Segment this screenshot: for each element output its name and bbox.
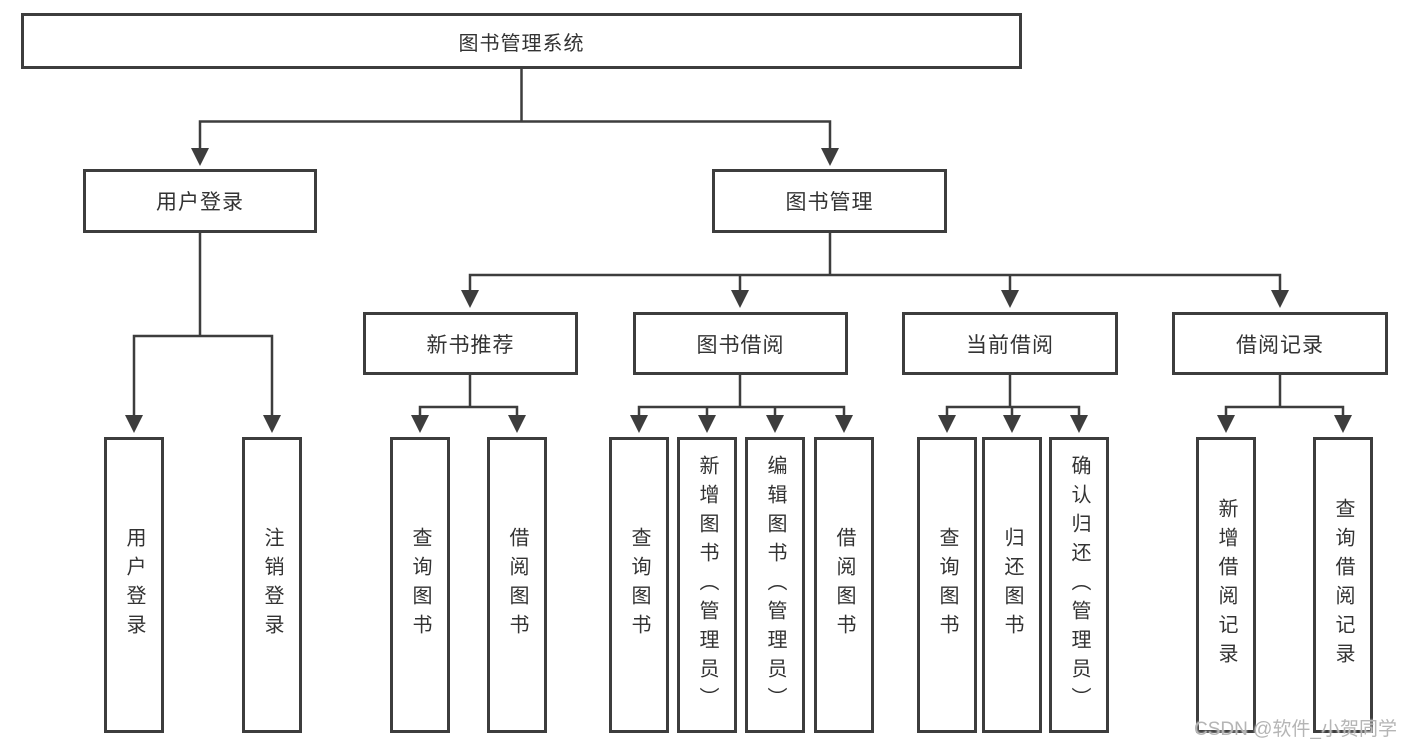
node-label: 借阅图书 bbox=[506, 527, 528, 643]
watermark: CSDN @软件_小贺同学 bbox=[1194, 719, 1397, 740]
node-label: 查询借阅记录 bbox=[1332, 498, 1354, 672]
arrowhead bbox=[1271, 290, 1289, 308]
node-label: 当前借阅 bbox=[966, 333, 1054, 357]
edge-new-book-recommendation-to-leaves bbox=[418, 373, 519, 419]
arrowhead bbox=[1217, 415, 1235, 433]
edge-current-borrowing-to-leaves bbox=[945, 373, 1081, 419]
leaf-logout: 注销登录 bbox=[242, 437, 302, 733]
arrowhead bbox=[263, 415, 281, 433]
leaf-borrow-books-borrowing: 借阅图书 bbox=[814, 437, 874, 733]
edge-borrowing-records-to-leaves bbox=[1224, 373, 1345, 419]
leaf-query-borrow-record: 查询借阅记录 bbox=[1313, 437, 1373, 733]
node-label: 借阅图书 bbox=[833, 527, 855, 643]
node-book-management: 图书管理 bbox=[712, 169, 947, 233]
arrowhead bbox=[1003, 415, 1021, 433]
node-book-borrowing: 图书借阅 bbox=[633, 312, 848, 375]
node-current-borrowing: 当前借阅 bbox=[902, 312, 1118, 375]
leaf-add-book-admin: 新增图书（管理员） bbox=[677, 437, 737, 733]
arrowhead bbox=[731, 290, 749, 308]
node-label: 图书借阅 bbox=[696, 333, 785, 357]
node-borrowing-records: 借阅记录 bbox=[1172, 312, 1388, 375]
node-new-book-recommendation: 新书推荐 bbox=[363, 312, 578, 375]
arrowhead bbox=[821, 148, 839, 166]
node-label: 查询图书 bbox=[936, 527, 958, 643]
leaf-return-book: 归还图书 bbox=[982, 437, 1042, 733]
arrowhead bbox=[411, 415, 429, 433]
node-library-management-system: 图书管理系统 bbox=[21, 13, 1022, 69]
node-label: 确认归还（管理员） bbox=[1068, 454, 1090, 716]
node-label: 归还图书 bbox=[1001, 527, 1023, 643]
node-label: 新书推荐 bbox=[426, 333, 515, 357]
leaf-edit-book-admin: 编辑图书（管理员） bbox=[745, 437, 805, 733]
node-label: 查询图书 bbox=[409, 527, 431, 643]
arrowhead bbox=[698, 415, 716, 433]
node-label: 编辑图书（管理员） bbox=[764, 454, 786, 716]
leaf-borrow-books-recommend: 借阅图书 bbox=[487, 437, 547, 733]
node-label: 图书管理 bbox=[785, 191, 874, 214]
leaf-add-borrow-record: 新增借阅记录 bbox=[1196, 437, 1256, 733]
arrowhead bbox=[835, 415, 853, 433]
arrowhead bbox=[1070, 415, 1088, 433]
node-label: 图书管理系统 bbox=[458, 32, 585, 55]
arrowhead bbox=[938, 415, 956, 433]
edge-user-login-to-leaves bbox=[132, 231, 274, 419]
edge-book-management-to-level3 bbox=[468, 231, 1282, 294]
edge-root-to-level2 bbox=[198, 67, 832, 152]
leaf-query-books-current: 查询图书 bbox=[917, 437, 977, 733]
arrowhead bbox=[766, 415, 784, 433]
node-label: 用户登录 bbox=[156, 191, 244, 214]
edge-book-borrowing-to-leaves bbox=[637, 373, 846, 419]
arrowhead bbox=[125, 415, 143, 433]
node-label: 新增借阅记录 bbox=[1215, 498, 1237, 672]
arrowhead bbox=[508, 415, 526, 433]
leaf-query-books-recommend: 查询图书 bbox=[390, 437, 450, 733]
node-user-login-group: 用户登录 bbox=[83, 169, 317, 233]
leaf-query-books-borrowing: 查询图书 bbox=[609, 437, 669, 733]
arrowhead bbox=[1334, 415, 1352, 433]
node-label: 用户登录 bbox=[123, 527, 145, 643]
arrowhead bbox=[191, 148, 209, 166]
node-label: 借阅记录 bbox=[1236, 333, 1324, 357]
leaf-user-login: 用户登录 bbox=[104, 437, 164, 733]
node-label: 查询图书 bbox=[628, 527, 650, 643]
arrowhead bbox=[630, 415, 648, 433]
arrowhead bbox=[461, 290, 479, 308]
node-label: 新增图书（管理员） bbox=[696, 454, 718, 716]
arrowhead bbox=[1001, 290, 1019, 308]
leaf-confirm-return-admin: 确认归还（管理员） bbox=[1049, 437, 1109, 733]
node-label: 注销登录 bbox=[261, 527, 283, 643]
